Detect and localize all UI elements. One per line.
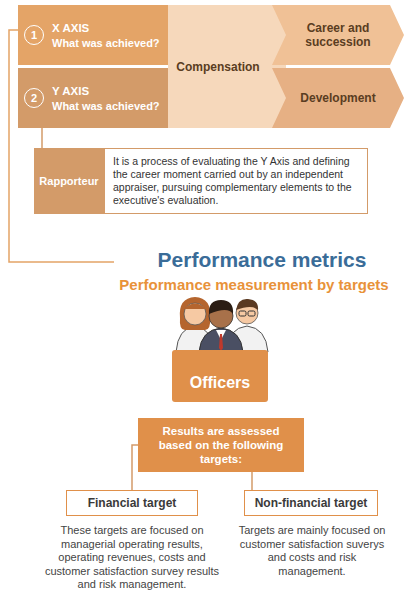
connector-line bbox=[251, 472, 253, 490]
tie bbox=[219, 334, 223, 351]
callout-number: 1 bbox=[24, 25, 44, 45]
axis-box: X AXIS What was achieved? 1 bbox=[18, 5, 168, 65]
node-text: Financial target bbox=[71, 496, 193, 510]
compensation-band: Compensation bbox=[168, 5, 286, 128]
node-subtext: What was achieved? bbox=[52, 100, 168, 112]
node-text: 2 bbox=[31, 92, 37, 104]
node-text: Compensation bbox=[172, 60, 264, 74]
node-text: Rapporteur bbox=[37, 175, 101, 187]
results-box: Results are assessed based on the follow… bbox=[138, 418, 304, 472]
node-text: Y AXIS bbox=[52, 85, 168, 97]
callout-number: 2 bbox=[24, 88, 44, 108]
connector-line bbox=[41, 128, 43, 148]
node-text: It is a process of evaluating the Y Axis… bbox=[113, 155, 359, 207]
title: Performance metrics bbox=[120, 248, 404, 272]
rapporteur-box: Rapporteur bbox=[34, 148, 104, 214]
target-box: Non-financial target bbox=[244, 490, 378, 516]
officers-illustration bbox=[176, 297, 268, 352]
description-box: It is a process of evaluating the Y Axis… bbox=[104, 148, 368, 214]
person-head bbox=[184, 303, 206, 325]
node-text: 1 bbox=[31, 29, 37, 41]
target-box: Financial target bbox=[66, 490, 198, 516]
person-hair bbox=[180, 297, 210, 330]
node-subtext: What was achieved? bbox=[52, 37, 168, 49]
node-text: Non-financial target bbox=[249, 496, 373, 510]
body-text: Targets are mainly focused on customer s… bbox=[236, 524, 388, 578]
chevron-arrow: Development bbox=[272, 68, 404, 128]
person-suit bbox=[199, 328, 243, 352]
node-text: X AXIS bbox=[52, 22, 168, 34]
glasses bbox=[248, 311, 255, 316]
node-text: Results are assessed based on the follow… bbox=[146, 424, 296, 466]
chevron-arrow: Career and succession bbox=[272, 5, 404, 65]
person-fringe bbox=[184, 304, 206, 310]
glasses bbox=[239, 311, 246, 316]
officers-box: Officers bbox=[172, 350, 268, 402]
node-text: Development bbox=[292, 91, 384, 105]
person-hair bbox=[209, 300, 233, 314]
axis-box: Y AXIS What was achieved? 2 bbox=[18, 68, 168, 128]
node-text: Career and succession bbox=[292, 21, 384, 49]
body-text: These targets are focused on managerial … bbox=[38, 524, 226, 592]
node-text: Officers bbox=[172, 374, 268, 392]
subtitle: Performance measurement by targets bbox=[104, 276, 404, 293]
person-hair bbox=[236, 299, 258, 310]
